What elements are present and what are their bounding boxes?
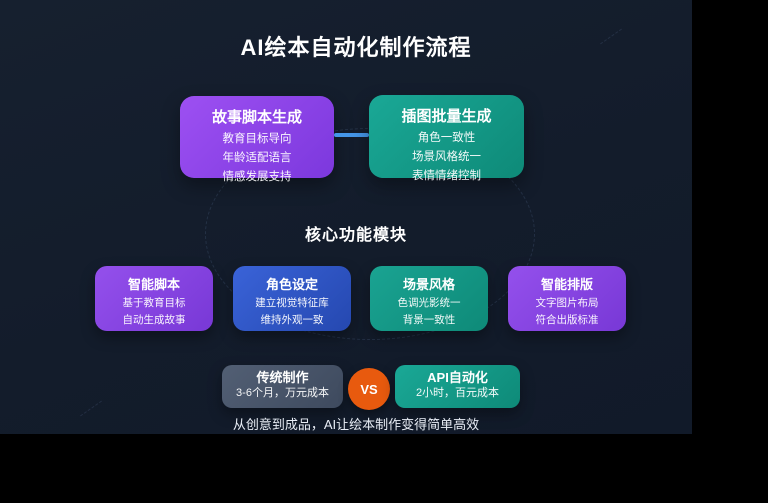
footer-tagline: 从创意到成品，AI让绘本制作变得简单高效 xyxy=(232,417,480,432)
module-smart-layout: 智能排版 文字图片布局 符合出版标准 xyxy=(508,266,626,331)
flow-box-title: 插图批量生成 xyxy=(401,108,492,125)
module-character-setting: 角色设定 建立视觉特征库 维持外观一致 xyxy=(233,266,351,331)
compare-title: 传统制作 xyxy=(256,370,309,385)
flow-box-line: 教育目标导向 xyxy=(222,133,292,145)
flow-box-line: 角色一致性 xyxy=(417,132,476,144)
slide-background: AI绘本自动化制作流程 故事脚本生成 教育目标导向 年龄适配语言 情感发展支持 … xyxy=(0,0,692,434)
module-line: 建立视觉特征库 xyxy=(255,297,329,309)
flow-box-line: 表情情绪控制 xyxy=(412,170,481,182)
page-title: AI绘本自动化制作流程 xyxy=(240,35,472,60)
flow-box-illustration: 插图批量生成 角色一致性 场景风格统一 表情情绪控制 xyxy=(369,95,524,182)
module-title: 角色设定 xyxy=(265,277,318,292)
compare-subtitle: 2小时，百元成本 xyxy=(415,387,500,399)
module-title: 智能脚本 xyxy=(127,277,180,292)
compare-box-traditional: 传统制作 3-6个月，万元成本 xyxy=(222,365,343,408)
compare-subtitle: 3-6个月，万元成本 xyxy=(236,387,329,399)
flow-box-title: 故事脚本生成 xyxy=(211,109,302,126)
module-title: 智能排版 xyxy=(540,277,593,292)
module-line: 基于教育目标 xyxy=(122,297,186,309)
section-heading: 核心功能模块 xyxy=(304,227,407,244)
module-line: 维持外观一致 xyxy=(260,314,324,326)
compare-box-api: API自动化 2小时，百元成本 xyxy=(395,365,520,408)
flow-box-line: 场景风格统一 xyxy=(412,151,481,163)
vs-badge: VS xyxy=(348,368,390,410)
compare-title: API自动化 xyxy=(427,370,488,385)
module-scene-style: 场景风格 色调光影统一 背景一致性 xyxy=(370,266,488,331)
connector-line xyxy=(334,133,369,137)
flow-box-line: 情感发展支持 xyxy=(222,171,292,183)
module-line: 自动生成故事 xyxy=(122,314,186,326)
module-line: 色调光影统一 xyxy=(397,297,461,309)
module-title: 场景风格 xyxy=(402,277,455,292)
module-line: 文字图片布局 xyxy=(535,297,599,309)
flow-box-story-script: 故事脚本生成 教育目标导向 年龄适配语言 情感发展支持 xyxy=(180,96,334,183)
module-line: 背景一致性 xyxy=(402,314,456,326)
module-line: 符合出版标准 xyxy=(535,314,599,326)
module-smart-script: 智能脚本 基于教育目标 自动生成故事 xyxy=(95,266,213,331)
flow-box-line: 年龄适配语言 xyxy=(222,152,292,164)
